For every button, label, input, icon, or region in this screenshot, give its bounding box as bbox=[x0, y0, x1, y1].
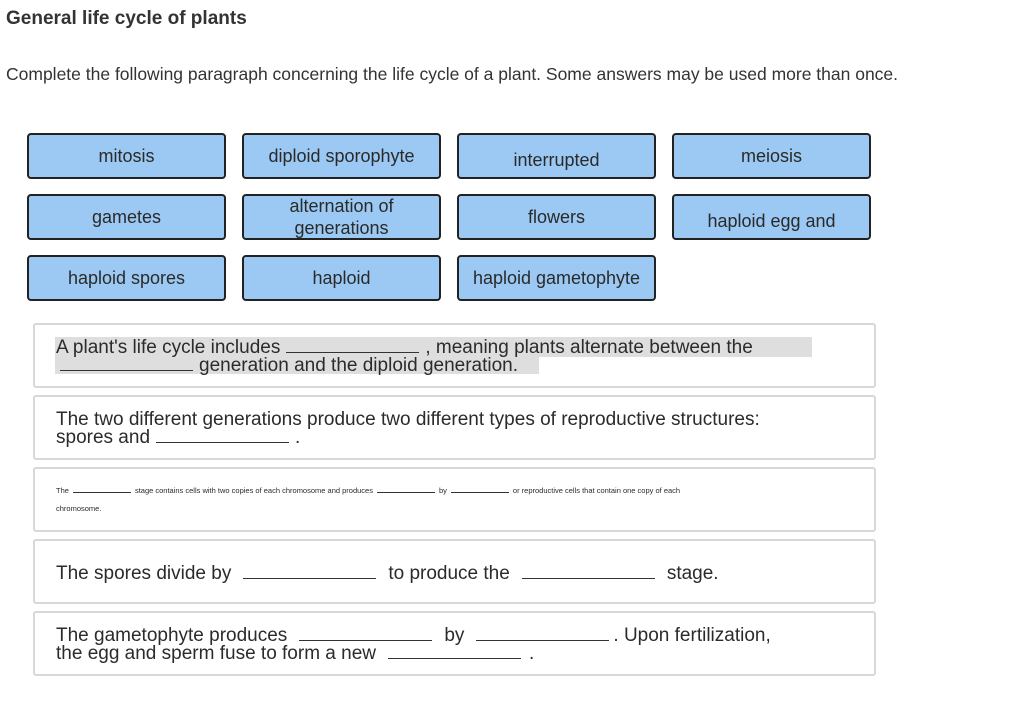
sentence-text: The spores divide by bbox=[56, 563, 232, 584]
answer-chip-meiosis[interactable]: meiosis bbox=[672, 133, 871, 179]
sentence-text: spores and bbox=[56, 427, 151, 448]
sentence-2-line-1: The two different generations produce tw… bbox=[56, 409, 760, 431]
answer-chip-gametes[interactable]: gametes bbox=[27, 194, 226, 240]
sentence-highlight bbox=[55, 357, 539, 374]
answer-chip-interrupted-occurrences[interactable]: interrupted occurrences bbox=[457, 133, 656, 179]
drop-blank-11[interactable] bbox=[388, 658, 522, 659]
answer-chip-haploid-gametophyte[interactable]: haploid gametophyte bbox=[457, 255, 656, 301]
chip-label: diploid sporophyte bbox=[268, 146, 415, 166]
sentence-text: the egg and sperm fuse to form a new bbox=[56, 643, 377, 664]
answer-chip-haploid[interactable]: haploid bbox=[242, 255, 441, 301]
answer-chip-flowers[interactable]: flowers bbox=[457, 194, 656, 240]
sentence-4-line-1: The spores divide by to produce the stage. bbox=[56, 563, 719, 585]
chip-label: gametes bbox=[91, 207, 162, 227]
drop-blank-5[interactable] bbox=[376, 492, 435, 493]
sentence-box-5: The gametophyte produces by . Upon fertili… bbox=[33, 611, 876, 676]
chip-label: haploid spores bbox=[67, 268, 186, 288]
answer-bank: mitosis diploid sporophyte interrupted o… bbox=[27, 133, 877, 305]
sentence-5-line-2: the egg and sperm fuse to form a new. bbox=[56, 643, 534, 665]
sentence-box-3: The stage contains cells with two copies … bbox=[33, 467, 876, 532]
sentence-text: stage contains cells with two copies of … bbox=[134, 486, 373, 495]
sentence-text: The bbox=[56, 486, 69, 495]
chip-label: haploid egg and sperm bbox=[707, 211, 836, 238]
drop-blank-10[interactable] bbox=[476, 640, 610, 641]
sentence-2-line-2: spores and. bbox=[56, 427, 300, 449]
instructions-text: Complete the following paragraph concern… bbox=[6, 64, 899, 84]
answer-chip-haploid-egg-and-sperm[interactable]: haploid egg and sperm bbox=[672, 194, 871, 240]
chip-label: meiosis bbox=[740, 146, 802, 166]
sentence-1-line-1: A plant's life cycle includes , meaning p… bbox=[56, 337, 753, 359]
sentence-text: . Upon fertilization, bbox=[613, 625, 771, 646]
sentence-text: A plant's life cycle includes bbox=[56, 337, 281, 358]
drop-blank-2[interactable] bbox=[60, 370, 193, 371]
answer-chip-diploid-sporophyte[interactable]: diploid sporophyte bbox=[242, 133, 441, 179]
sentence-text: by bbox=[444, 625, 465, 646]
drop-blank-8[interactable] bbox=[521, 578, 655, 579]
sentence-text: stage. bbox=[666, 563, 719, 584]
chip-label: mitosis bbox=[98, 146, 155, 166]
sentence-text: . bbox=[529, 643, 535, 664]
sentence-text: generation and the diploid generation. bbox=[199, 355, 519, 376]
sentence-5-line-1: The gametophyte produces by . Upon fertili… bbox=[56, 625, 771, 647]
answer-chip-mitosis[interactable]: mitosis bbox=[27, 133, 226, 179]
sentence-text: The gametophyte produces bbox=[56, 625, 288, 646]
drop-blank-4[interactable] bbox=[72, 492, 131, 493]
sentence-text: chromosome. bbox=[56, 504, 102, 513]
chip-label: alternation of generations bbox=[289, 196, 394, 238]
sentence-text: , meaning plants alternate between the bbox=[425, 337, 753, 358]
sentence-text: The two different generations produce tw… bbox=[56, 409, 760, 430]
drop-blank-3[interactable] bbox=[156, 442, 290, 443]
page-title: General life cycle of plants bbox=[6, 8, 247, 29]
sentence-text: by bbox=[438, 486, 447, 495]
sentence-box-1: A plant's life cycle includes , meaning p… bbox=[33, 323, 876, 388]
sentence-3-line-2: chromosome. bbox=[56, 504, 101, 513]
chip-label: haploid bbox=[312, 268, 371, 288]
drop-blank-9[interactable] bbox=[299, 640, 433, 641]
sentence-box-4: The spores divide by to produce the stage. bbox=[33, 539, 876, 604]
answer-chip-haploid-spores[interactable]: haploid spores bbox=[27, 255, 226, 301]
drop-blank-7[interactable] bbox=[243, 578, 377, 579]
sentence-box-2: The two different generations produce tw… bbox=[33, 395, 876, 460]
chip-label: interrupted occurrences bbox=[507, 150, 605, 177]
answer-chip-alternation-of-generations[interactable]: alternation of generations bbox=[242, 194, 441, 240]
sentence-text: or reproductive cells that contain one c… bbox=[512, 486, 681, 495]
sentence-text: . bbox=[295, 427, 301, 448]
drop-blank-6[interactable] bbox=[450, 492, 509, 493]
drop-blank-1[interactable] bbox=[286, 352, 420, 353]
sentence-1-line-2: generation and the diploid generation. bbox=[56, 355, 518, 377]
chip-label: flowers bbox=[527, 207, 585, 227]
chip-label: haploid gametophyte bbox=[472, 268, 641, 288]
sentence-text: to produce the bbox=[388, 563, 510, 584]
sentence-3-line-1: The stage contains cells with two copies … bbox=[56, 486, 680, 495]
sentence-highlight bbox=[55, 337, 812, 357]
